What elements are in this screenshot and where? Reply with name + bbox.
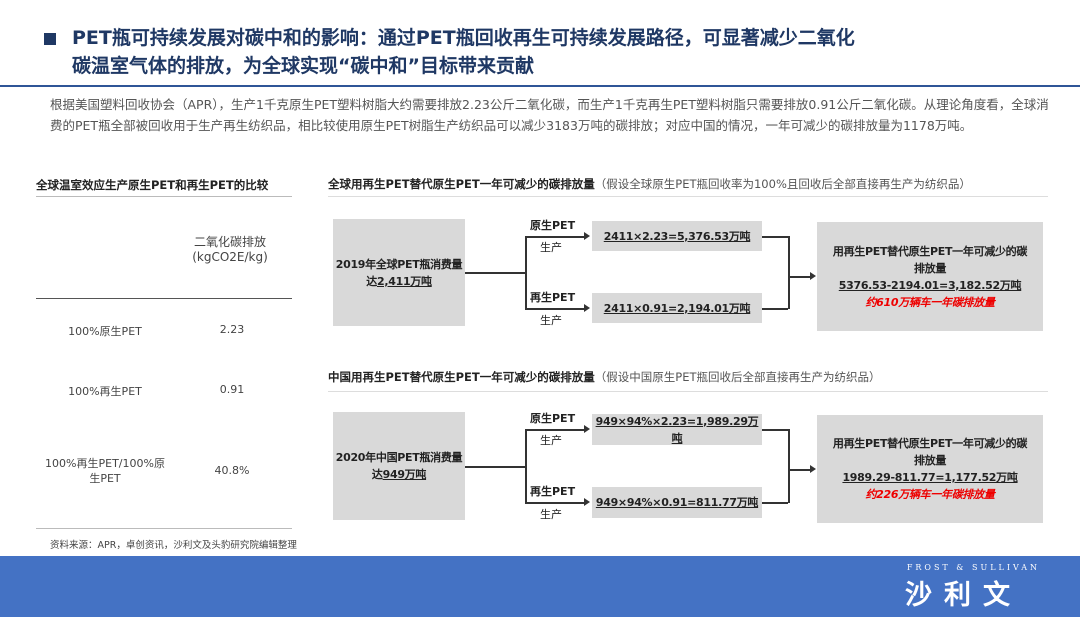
connector	[525, 502, 585, 504]
divider	[328, 391, 1048, 392]
connector	[465, 466, 525, 468]
divider	[328, 196, 1048, 197]
connector	[762, 502, 788, 504]
china-source-box: 2020年中国PET瓶消费量达949万吨	[333, 412, 465, 520]
source-note: 资料来源：APR，卓创资讯，沙利文及头豹研究院编辑整理	[50, 540, 297, 551]
arrow-icon	[584, 304, 590, 312]
china-recycled-box: 949×94%×0.91=811.77万吨	[592, 487, 762, 518]
row-value: 2.23	[219, 323, 245, 336]
table-title: 全球温室效应生产原生PET和再生PET的比较	[36, 178, 269, 192]
title-bullet-icon	[44, 33, 56, 45]
recycled-label2: 生产	[540, 314, 562, 327]
page-title: PET瓶可持续发展对碳中和的影响：通过PET瓶回收再生可持续发展路径，可显著减少…	[72, 27, 855, 77]
row-value: 40.8%	[214, 464, 250, 477]
arrow-icon	[584, 232, 590, 240]
global-recycled-box: 2411×0.91=2,194.01万吨	[592, 293, 762, 323]
row-label: 100%再生PET/100%原生PET	[45, 457, 165, 485]
col-unit: (kgCO2E/kg)	[192, 250, 268, 264]
divider	[36, 196, 292, 197]
virgin-label: 原生PET	[530, 412, 576, 425]
connector	[525, 429, 527, 503]
global-source-box: 2019年全球PET瓶消费量达2,411万吨	[333, 219, 465, 326]
arrow-icon	[584, 425, 590, 433]
row-value: 0.91	[219, 383, 245, 396]
arrow-icon	[810, 465, 816, 473]
arrow-icon	[584, 498, 590, 506]
connector	[525, 236, 527, 309]
col-header: 二氧化碳排放	[193, 235, 266, 249]
intro-text: 根据美国塑料回收协会（APR），生产1千克原生PET塑料树脂大约需要排放2.23…	[50, 97, 1049, 133]
divider	[36, 528, 292, 529]
header-divider	[0, 85, 1080, 87]
recycled-label: 再生PET	[530, 485, 576, 498]
connector	[762, 429, 788, 431]
connector	[465, 272, 525, 274]
recycled-label: 再生PET	[530, 291, 576, 304]
china-section-title: 中国用再生PET替代原生PET一年可减少的碳排放量（假设中国原生PET瓶回收后全…	[328, 370, 881, 384]
arrow-icon	[810, 272, 816, 280]
row-label: 100%再生PET	[68, 385, 142, 398]
connector	[525, 429, 585, 431]
connector	[788, 429, 790, 503]
connector	[788, 276, 811, 278]
footer-bar	[0, 556, 1080, 617]
divider	[36, 298, 292, 299]
brand-logo-en: FROST & SULLIVAN	[906, 563, 1040, 572]
connector	[788, 236, 790, 309]
global-virgin-box: 2411×2.23=5,376.53万吨	[592, 221, 762, 251]
global-section-title: 全球用再生PET替代原生PET一年可减少的碳排放量（假设全球原生PET瓶回收率为…	[328, 177, 971, 191]
row-label: 100%原生PET	[68, 325, 142, 338]
virgin-label2: 生产	[540, 434, 562, 447]
connector	[788, 469, 811, 471]
virgin-label: 原生PET	[530, 219, 576, 232]
connector	[525, 308, 585, 310]
recycled-label2: 生产	[540, 508, 562, 521]
virgin-label2: 生产	[540, 241, 562, 254]
connector	[762, 308, 788, 310]
china-virgin-box: 949×94%×2.23=1,989.29万吨	[592, 414, 762, 445]
connector	[762, 236, 788, 238]
brand-logo-cn: 沙利文	[905, 580, 1022, 611]
connector	[525, 236, 585, 238]
